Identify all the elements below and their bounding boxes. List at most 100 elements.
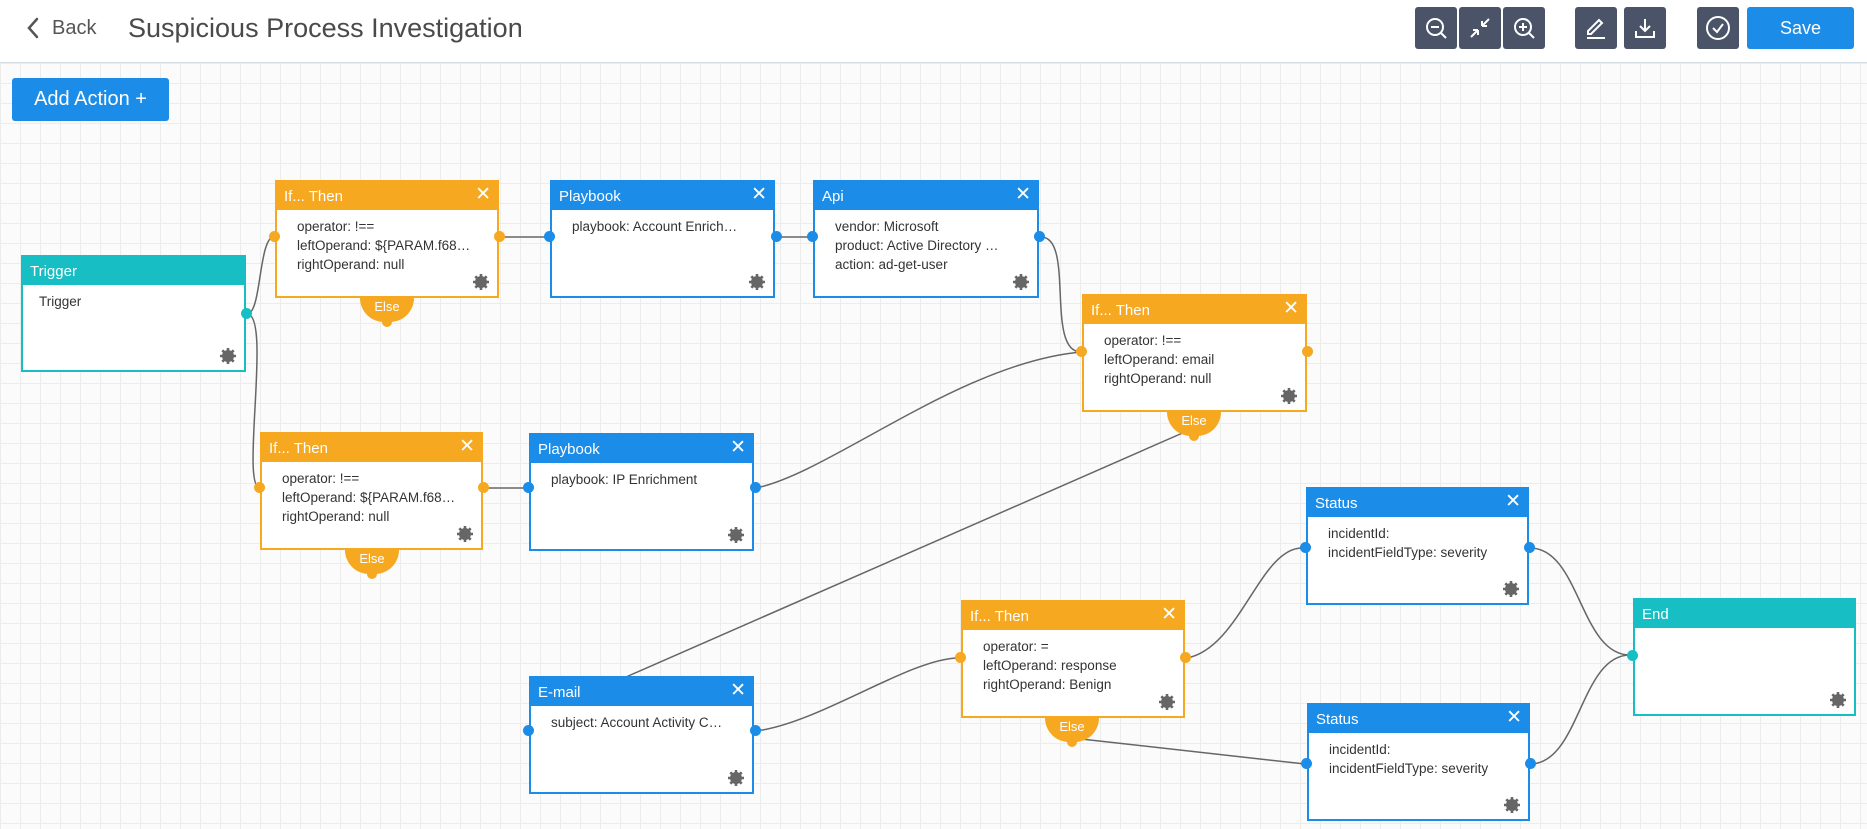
close-icon[interactable]: ✕ — [1161, 604, 1177, 625]
wire-if4else-status2 — [1071, 737, 1306, 765]
close-icon[interactable]: ✕ — [459, 436, 475, 457]
gear-icon[interactable] — [1281, 388, 1297, 404]
email-input-port[interactable] — [523, 725, 534, 736]
email-output-port[interactable] — [750, 725, 761, 736]
node-line: rightOperand: null — [1104, 371, 1212, 386]
status1-input-port[interactable] — [1300, 542, 1311, 553]
node-title: Api — [822, 187, 844, 205]
close-icon[interactable]: ✕ — [1505, 491, 1521, 512]
gear-icon[interactable] — [1830, 692, 1846, 708]
node-line: incidentFieldType: severity — [1329, 761, 1489, 776]
wire-status2-end — [1529, 654, 1631, 765]
gear-icon[interactable] — [1504, 797, 1520, 813]
status1-output-port[interactable] — [1524, 542, 1535, 553]
if3-input-port[interactable] — [254, 482, 265, 493]
api-input-port[interactable] — [807, 231, 818, 242]
node-line: playbook: IP Enrichment — [551, 472, 698, 487]
playbook-node-1[interactable]: Playbook ✕ playbook: Account Enrich… — [550, 180, 775, 298]
gear-icon[interactable] — [220, 348, 236, 364]
node-line: operator: !== — [1104, 333, 1182, 348]
playbook1-output-port[interactable] — [771, 231, 782, 242]
add-action-button[interactable]: Add Action + — [12, 78, 169, 121]
gear-icon[interactable] — [457, 526, 473, 542]
node-line: incidentFieldType: severity — [1328, 545, 1488, 560]
node-line: operator: !== — [282, 471, 360, 486]
gear-icon[interactable] — [728, 527, 744, 543]
if-then-node-3[interactable]: If... Then✕ operator: !== leftOperand: $… — [260, 432, 483, 550]
close-icon[interactable]: ✕ — [730, 680, 746, 701]
gear-icon[interactable] — [1013, 274, 1029, 290]
gear-icon[interactable] — [749, 274, 765, 290]
node-line: vendor: Microsoft — [835, 219, 939, 234]
node-line: incidentId: — [1329, 742, 1391, 757]
page-title: Suspicious Process Investigation — [128, 13, 523, 43]
close-icon[interactable]: ✕ — [730, 437, 746, 458]
api-output-port[interactable] — [1034, 231, 1045, 242]
playbook-canvas[interactable]: Add Action + Trigger Trigger If... Then✕… — [0, 63, 1867, 829]
node-line: operator: !== — [297, 219, 375, 234]
status2-input-port[interactable] — [1301, 758, 1312, 769]
connection-wires — [246, 235, 1631, 765]
if4-output-port[interactable] — [1180, 652, 1191, 663]
playbook-node-2[interactable]: Playbook✕ playbook: IP Enrichment — [529, 433, 754, 551]
gear-icon[interactable] — [1503, 581, 1519, 597]
if1-output-port[interactable] — [494, 231, 505, 242]
trigger-output-port[interactable] — [241, 308, 252, 319]
if-then-node-1[interactable]: If... Then✕ operator: !== leftOperand: $… — [275, 180, 499, 298]
node-line: product: Active Directory … — [835, 238, 999, 253]
node-line: incidentId: — [1328, 526, 1390, 541]
if4-input-port[interactable] — [955, 652, 966, 663]
playbook2-output-port[interactable] — [750, 482, 761, 493]
validate-button[interactable] — [1697, 7, 1739, 49]
zoom-in-button[interactable] — [1503, 7, 1545, 49]
node-title: Playbook — [559, 187, 621, 205]
node-line: operator: = — [983, 639, 1049, 654]
status2-output-port[interactable] — [1525, 758, 1536, 769]
fit-view-button[interactable] — [1459, 7, 1501, 49]
if2-output-port[interactable] — [1302, 346, 1313, 357]
trigger-node[interactable]: Trigger Trigger — [21, 255, 246, 372]
playbook1-input-port[interactable] — [544, 231, 555, 242]
node-line: leftOperand: response — [983, 658, 1117, 673]
status-node-1[interactable]: Status ✕ incidentId: incidentFieldType: s… — [1306, 487, 1529, 605]
node-line: playbook: Account Enrich… — [572, 219, 738, 234]
wire-status1-end — [1529, 547, 1631, 656]
if1-input-port[interactable] — [269, 231, 280, 242]
node-line: leftOperand: ${PARAM.f68… — [282, 490, 456, 505]
close-icon[interactable]: ✕ — [475, 184, 491, 205]
status-node-2[interactable]: Status ✕ incidentId: incidentFieldType: s… — [1307, 703, 1530, 821]
download-button[interactable] — [1624, 7, 1666, 49]
top-bar: Back Suspicious Process Investigation Sa… — [0, 0, 1867, 63]
close-icon[interactable]: ✕ — [1283, 298, 1299, 319]
check-circle-icon — [1706, 16, 1730, 40]
end-node[interactable]: End — [1633, 598, 1856, 716]
wire-playbook2-if2 — [755, 351, 1082, 489]
node-title: If... Then — [1091, 301, 1150, 319]
end-input-port[interactable] — [1627, 650, 1638, 661]
edit-button[interactable] — [1575, 7, 1617, 49]
close-icon[interactable]: ✕ — [751, 184, 767, 205]
close-icon[interactable]: ✕ — [1015, 184, 1031, 205]
close-icon[interactable]: ✕ — [1506, 707, 1522, 728]
api-node[interactable]: Api ✕ vendor: Microsoft product: Active D… — [813, 180, 1039, 298]
if-then-node-4[interactable]: If... Then✕ operator: = leftOperand: res… — [961, 600, 1185, 718]
node-line: subject: Account Activity C… — [551, 715, 723, 730]
node-title: Status — [1316, 710, 1359, 728]
if2-input-port[interactable] — [1076, 346, 1087, 357]
zoom-out-button[interactable] — [1415, 7, 1457, 49]
if3-output-port[interactable] — [478, 482, 489, 493]
save-button[interactable]: Save — [1747, 7, 1854, 49]
node-line: rightOperand: null — [297, 257, 405, 272]
gear-icon[interactable] — [728, 770, 744, 786]
gear-icon[interactable] — [473, 274, 489, 290]
back-button[interactable]: Back — [26, 12, 96, 44]
node-title: If... Then — [284, 187, 343, 205]
node-title: Status — [1315, 494, 1358, 512]
gear-icon[interactable] — [1159, 694, 1175, 710]
playbook2-input-port[interactable] — [523, 482, 534, 493]
if-then-node-2[interactable]: If... Then✕ operator: !== leftOperand: e… — [1082, 294, 1307, 412]
email-node[interactable]: E-mail✕ subject: Account Activity C… — [529, 676, 754, 794]
node-line: rightOperand: null — [282, 509, 390, 524]
wire-if4-status1 — [1186, 547, 1303, 659]
chevron-left-icon — [27, 17, 39, 39]
